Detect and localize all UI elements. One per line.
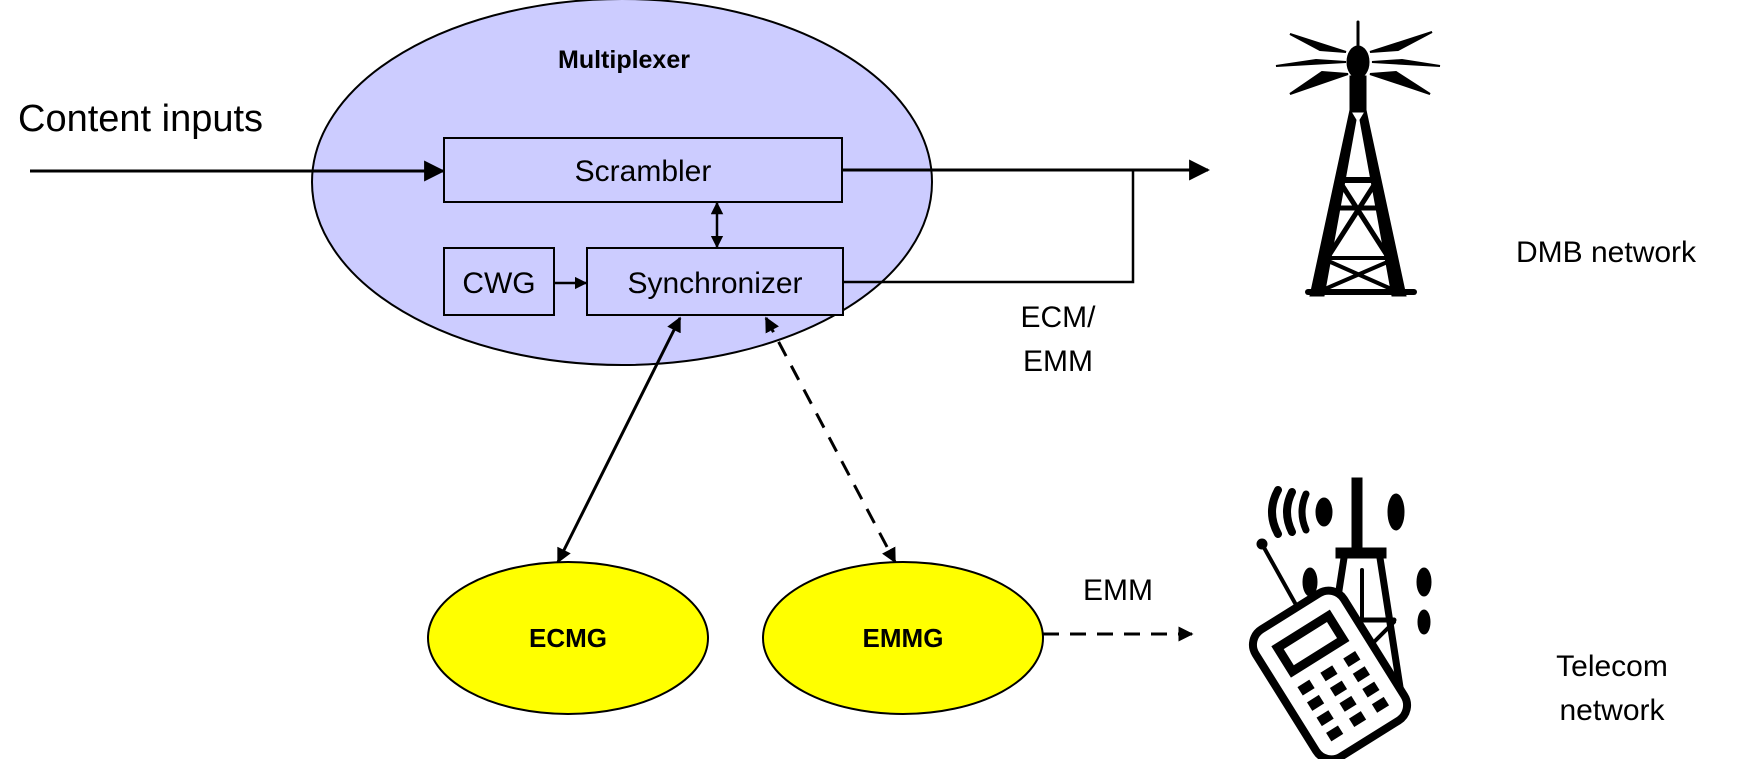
ecmg-ellipse	[427, 561, 709, 715]
multiplexer-title: Multiplexer	[558, 46, 690, 74]
sync-emmg-link	[764, 316, 897, 564]
synchronizer-label: Synchronizer	[627, 267, 802, 300]
ecmg-label: ECMG	[529, 623, 607, 653]
sync-ecmg-link	[556, 316, 682, 564]
dmb-network-label: DMB network	[1516, 236, 1697, 269]
ecm-emm-label-line1: ECM/	[1021, 301, 1097, 334]
emm-label: EMM	[1083, 574, 1153, 607]
scrambler-block	[443, 137, 843, 203]
broadcast-tower-icon	[1275, 20, 1441, 297]
content-inputs-label: Content inputs	[18, 98, 263, 140]
emmg-label: EMMG	[863, 623, 944, 653]
cwg-label: CWG	[462, 267, 535, 300]
ecm-emm-path	[843, 170, 1135, 284]
synchronizer-block	[586, 247, 844, 316]
scrambler-label: Scrambler	[575, 155, 712, 188]
cwg-block	[443, 247, 555, 316]
telecom-network-label-line2: network	[1559, 694, 1665, 727]
cell-tower-phone-icon	[1248, 477, 1432, 759]
ecm-emm-label-line2: EMM	[1023, 345, 1093, 378]
telecom-network-label-line1: Telecom	[1556, 650, 1668, 683]
emmg-ellipse	[762, 561, 1044, 715]
